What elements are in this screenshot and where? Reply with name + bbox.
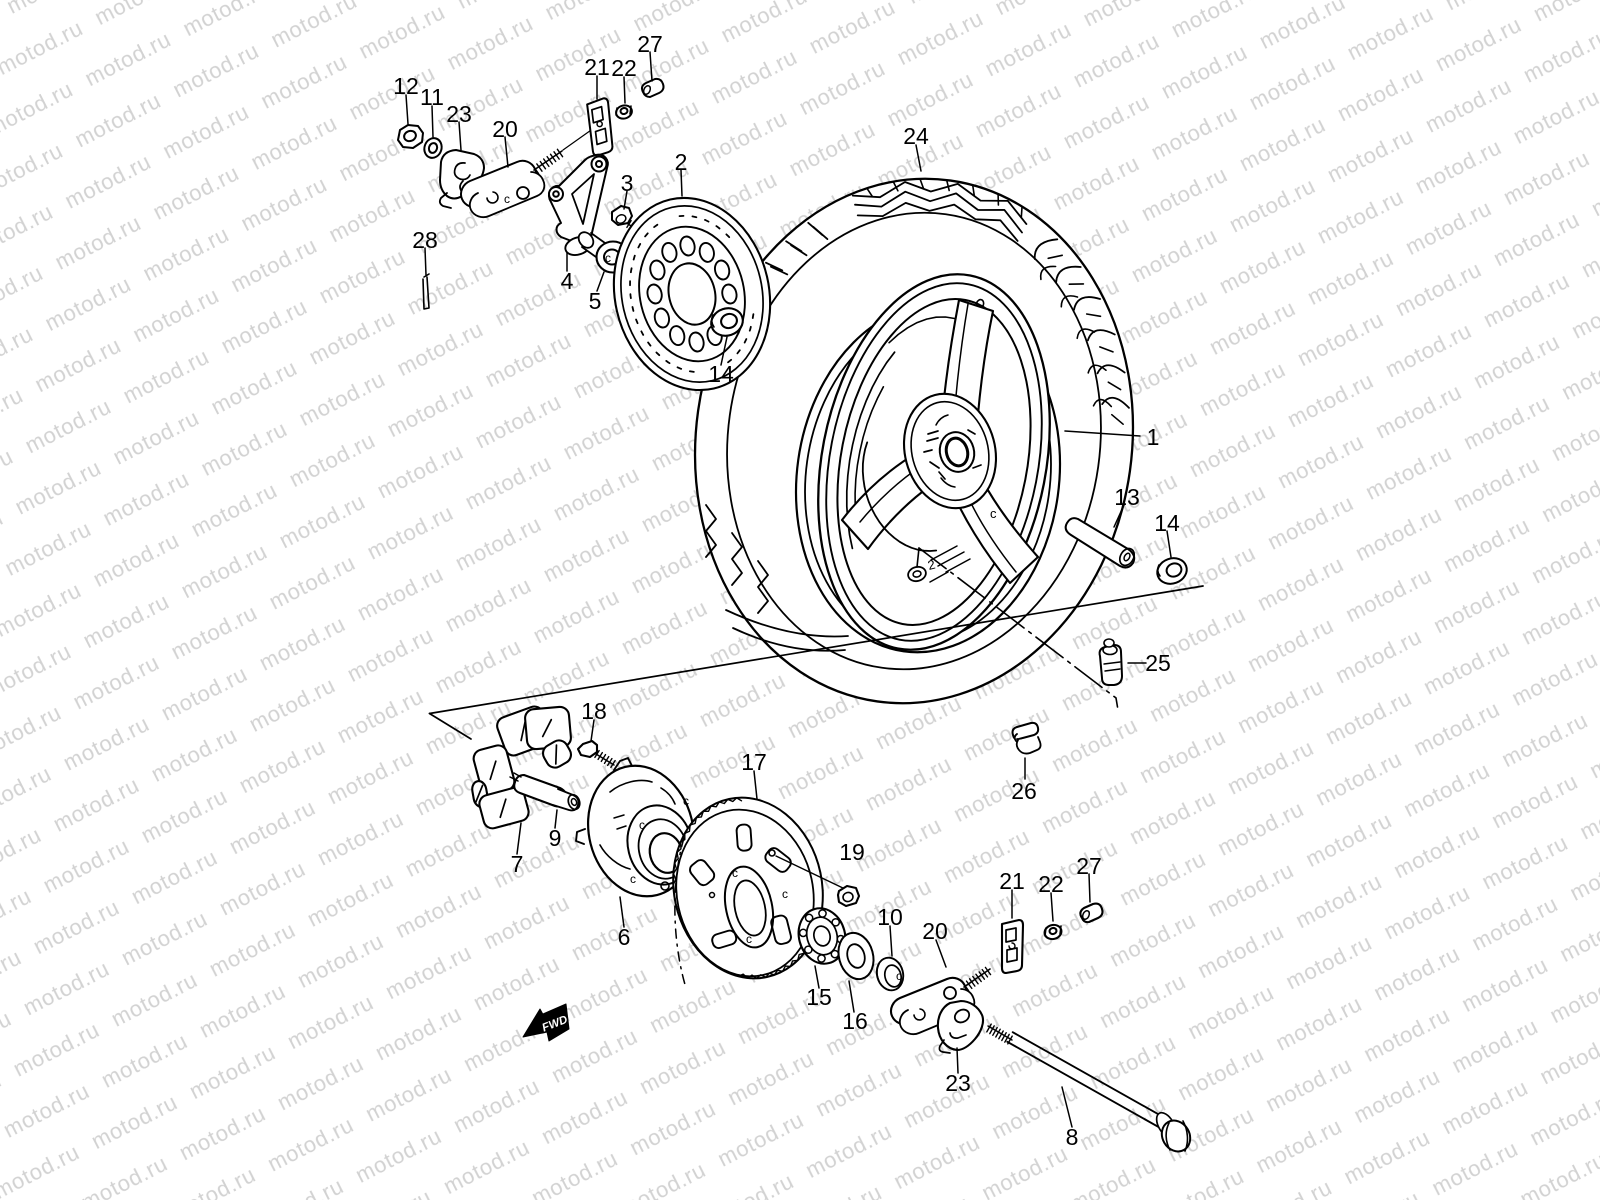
svg-text:18: 18 <box>581 698 607 724</box>
svg-text:24: 24 <box>903 123 929 149</box>
svg-text:2: 2 <box>926 557 937 573</box>
svg-text:14: 14 <box>708 361 734 387</box>
svg-text:27: 27 <box>637 31 663 57</box>
svg-text:7: 7 <box>511 851 524 877</box>
svg-text:5: 5 <box>589 288 602 314</box>
svg-text:c: c <box>605 251 611 265</box>
svg-text:15: 15 <box>806 984 832 1010</box>
svg-text:9: 9 <box>549 825 562 851</box>
svg-text:11: 11 <box>420 84 444 110</box>
svg-text:c: c <box>990 506 997 521</box>
svg-text:c: c <box>746 932 752 946</box>
svg-text:10: 10 <box>877 904 903 930</box>
svg-text:1: 1 <box>1147 424 1160 450</box>
svg-text:21: 21 <box>584 54 610 80</box>
svg-text:19: 19 <box>839 839 865 865</box>
svg-text:c: c <box>504 192 510 206</box>
svg-text:28: 28 <box>412 227 438 253</box>
svg-text:c: c <box>630 872 636 886</box>
svg-text:20: 20 <box>492 116 518 142</box>
svg-text:14: 14 <box>1154 510 1180 536</box>
svg-text:c: c <box>782 887 788 901</box>
svg-text:20: 20 <box>922 918 948 944</box>
svg-text:23: 23 <box>446 101 472 127</box>
svg-text:23: 23 <box>945 1070 971 1096</box>
svg-text:21: 21 <box>999 868 1025 894</box>
svg-text:16: 16 <box>842 1008 868 1034</box>
svg-text:c: c <box>732 866 738 880</box>
svg-text:26: 26 <box>1011 778 1037 804</box>
svg-text:6: 6 <box>618 924 631 950</box>
svg-text:c: c <box>639 818 645 832</box>
svg-text:3: 3 <box>621 170 634 196</box>
svg-text:c: c <box>896 969 902 983</box>
svg-text:4: 4 <box>561 268 574 294</box>
svg-text:13: 13 <box>1114 484 1140 510</box>
svg-text:22: 22 <box>1038 871 1064 897</box>
svg-text:8: 8 <box>1066 1124 1079 1150</box>
svg-text:25: 25 <box>1145 650 1171 676</box>
svg-text:12: 12 <box>393 73 419 99</box>
svg-text:27: 27 <box>1076 853 1102 879</box>
svg-text:2: 2 <box>675 149 688 175</box>
svg-text:17: 17 <box>741 749 767 775</box>
svg-text:c: c <box>683 794 689 808</box>
svg-text:22: 22 <box>611 55 637 81</box>
